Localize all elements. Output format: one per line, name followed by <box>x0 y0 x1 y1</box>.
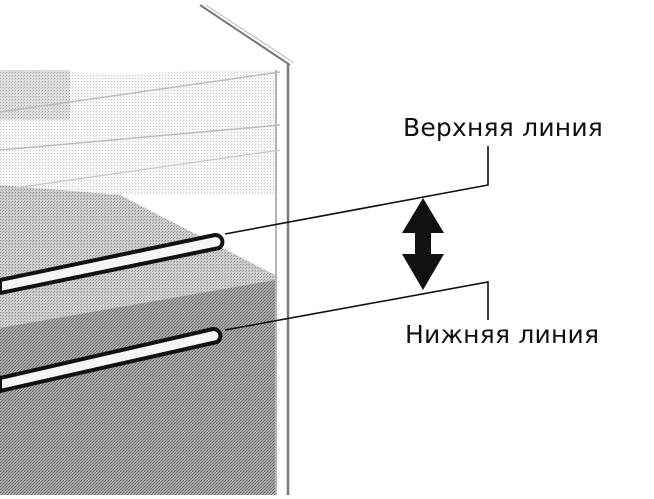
container-back-wall <box>0 70 70 120</box>
upper-leader-line <box>224 146 489 235</box>
upper-line-label: Верхняя линия <box>403 113 604 142</box>
glass-wall-diagonal <box>199 4 291 66</box>
lower-leader-line <box>224 281 489 331</box>
lower-line-label: Нижняя линия <box>405 320 600 349</box>
upper-level-line <box>0 233 225 295</box>
lower-level-line <box>0 327 223 393</box>
rim-line-2 <box>0 124 281 151</box>
rim-line-3 <box>0 149 281 191</box>
rim-line-1 <box>0 71 281 113</box>
double-arrow-icon <box>402 198 444 290</box>
